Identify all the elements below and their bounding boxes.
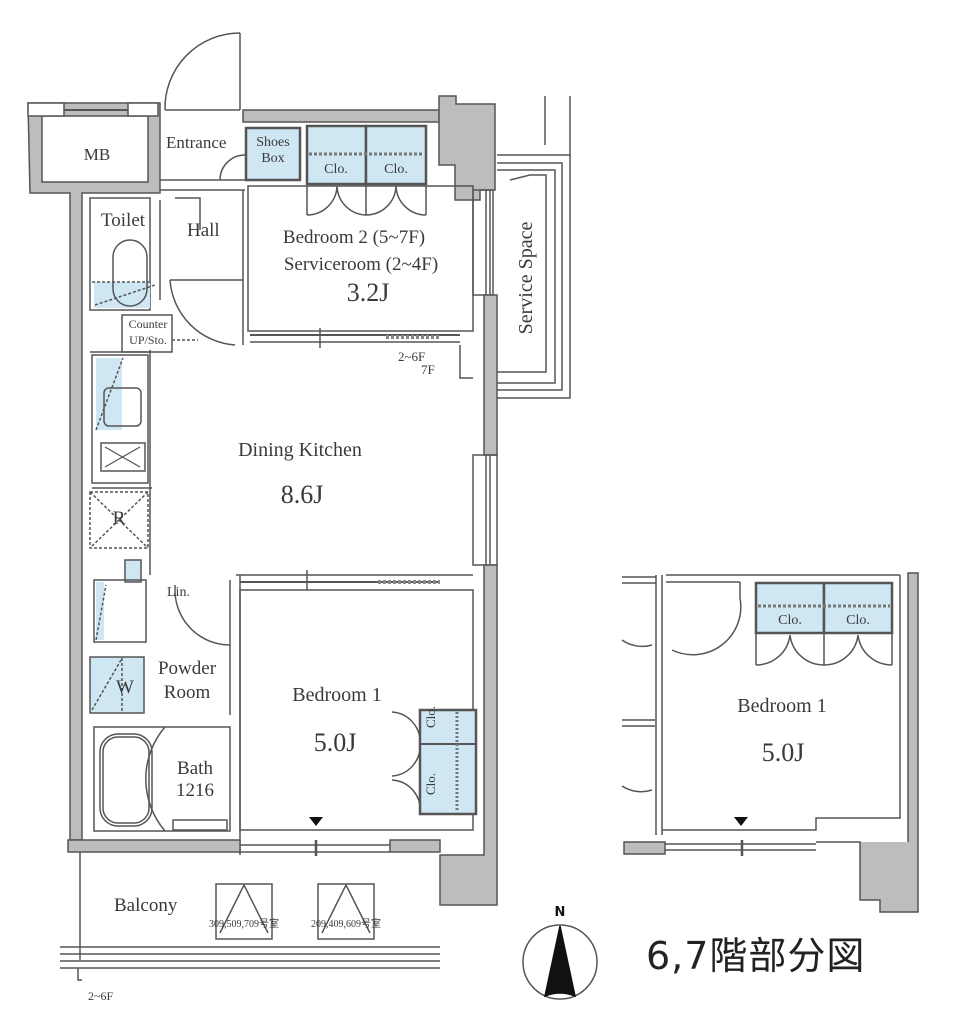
label-ac-unit-a: 309,509,709号室 (209, 919, 279, 930)
label-bath-line1: Bath (177, 758, 213, 779)
refrigerator-space (89, 491, 149, 549)
linen-cabinet (93, 579, 147, 643)
shoes-box (244, 126, 302, 182)
right-wall-upper (483, 294, 498, 456)
stove (100, 442, 146, 472)
label-closet-b1-upper: Clo. (423, 705, 438, 728)
bathtub (99, 733, 153, 827)
label-counter-line1: Counter (128, 317, 168, 331)
inset-plan (621, 572, 919, 913)
label-dining-kitchen-size: 8.6J (280, 480, 324, 509)
service-space-outline (497, 96, 571, 399)
kitchen-counter (91, 354, 149, 484)
label-bedroom2-size: 3.2J (346, 278, 390, 307)
plan-title: 6,7階部分図 (646, 934, 866, 978)
label-ac-unit-b: 209,409,609号室 (311, 919, 381, 930)
label-toilet: Toilet (101, 210, 146, 231)
toilet-fixture (112, 239, 148, 307)
top-wall (242, 109, 440, 123)
toilet-room (89, 197, 151, 311)
entry-marker-icon (309, 817, 323, 826)
label-floor-note-2-6: 2~6F (398, 349, 426, 364)
label-shoes-box-line1: Shoes (256, 135, 290, 150)
label-bath-line2: 1216 (176, 780, 214, 801)
label-shoes-box-line2: Box (261, 151, 285, 166)
balcony-outline (60, 852, 440, 981)
label-powder-room-line2: Room (163, 682, 211, 703)
label-inset-bedroom1: Bedroom 1 (737, 695, 827, 717)
label-inset-closet-left: Clo. (778, 613, 802, 628)
label-balcony: Balcony (114, 895, 178, 916)
label-linen: Lin. (167, 585, 190, 600)
label-closet-b2-right: Clo. (384, 162, 408, 177)
kitchen-sink (103, 387, 142, 427)
label-bedroom1: Bedroom 1 (292, 684, 382, 706)
bottom-wall-left (67, 839, 241, 853)
label-hall: Hall (187, 220, 220, 241)
label-mb: MB (83, 145, 111, 164)
label-entrance: Entrance (166, 133, 227, 152)
label-refrigerator: R (112, 508, 126, 529)
inset-entry-marker-icon (734, 817, 748, 826)
label-bedroom1-size: 5.0J (313, 728, 357, 757)
label-bedroom2-line2: Serviceroom (2~4F) (283, 254, 439, 275)
north-compass-icon (522, 924, 598, 1000)
label-dining-kitchen: Dining Kitchen (238, 439, 362, 461)
label-inset-bedroom1-size: 5.0J (761, 738, 805, 767)
label-service-space: Service Space (515, 221, 537, 335)
bottom-wall-right (389, 839, 441, 853)
label-floor-note-7: 7F (421, 362, 435, 377)
label-closet-b2-left: Clo. (324, 162, 348, 177)
label-washer: W (116, 677, 134, 698)
label-counter-line2: UP/Sto. (129, 333, 167, 347)
bath-room (93, 726, 231, 832)
mb-walls (27, 102, 161, 841)
compass-north-label: N (554, 905, 566, 920)
structural-column-top (438, 95, 496, 201)
washer-pan (89, 656, 145, 714)
right-wall-lower (439, 564, 498, 906)
ac-outdoor-unit-b (317, 883, 375, 940)
entrance-door (164, 32, 241, 111)
ac-outdoor-unit-a (215, 883, 273, 940)
label-balcony-floor-note: 2~6F (88, 989, 114, 1003)
label-closet-b1-lower: Clo. (423, 772, 438, 795)
label-inset-closet-right: Clo. (846, 613, 870, 628)
label-bedroom2-line1: Bedroom 2 (5~7F) (282, 227, 426, 248)
label-powder-room-line1: Powder (157, 658, 217, 679)
